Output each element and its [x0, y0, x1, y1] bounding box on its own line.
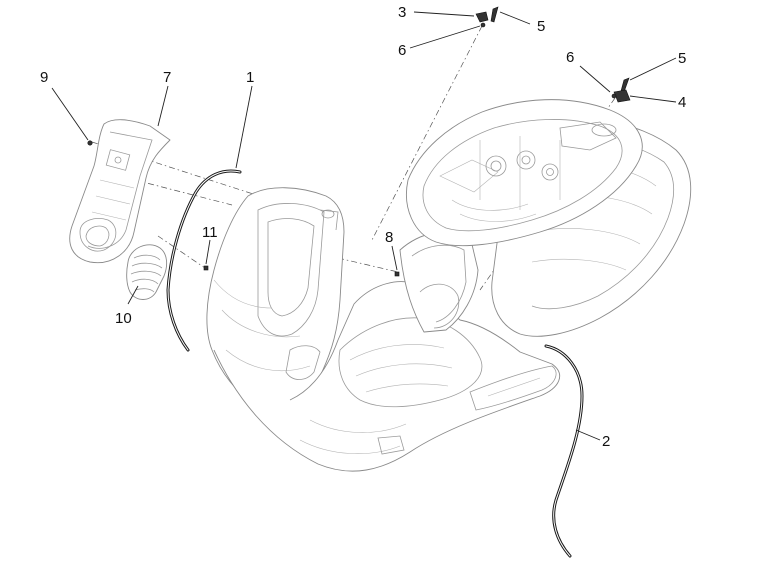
part-2-edge-strip [544, 344, 584, 558]
callout-labels: 1 2 3 4 5 5 6 6 7 8 9 10 11 [40, 4, 686, 450]
scooter-body [213, 99, 692, 472]
part-10-grille [126, 244, 168, 300]
callout-8: 8 [385, 229, 393, 246]
part-7-inner-cover [69, 119, 171, 264]
callout-10: 10 [115, 310, 132, 327]
callout-3: 3 [398, 4, 406, 21]
callout-6-top: 6 [398, 42, 406, 59]
callout-4: 4 [678, 94, 686, 111]
callout-1: 1 [246, 69, 254, 86]
part-1-edge-strip [166, 169, 242, 352]
callout-5-top: 5 [537, 18, 545, 35]
hardware [87, 6, 631, 277]
callout-7: 7 [163, 69, 171, 86]
leader-lines [51, 11, 677, 441]
callout-9: 9 [40, 69, 48, 86]
callout-2: 2 [602, 433, 610, 450]
callout-6-right: 6 [566, 49, 574, 66]
callout-5-right: 5 [678, 50, 686, 67]
callout-11: 11 [202, 224, 218, 241]
